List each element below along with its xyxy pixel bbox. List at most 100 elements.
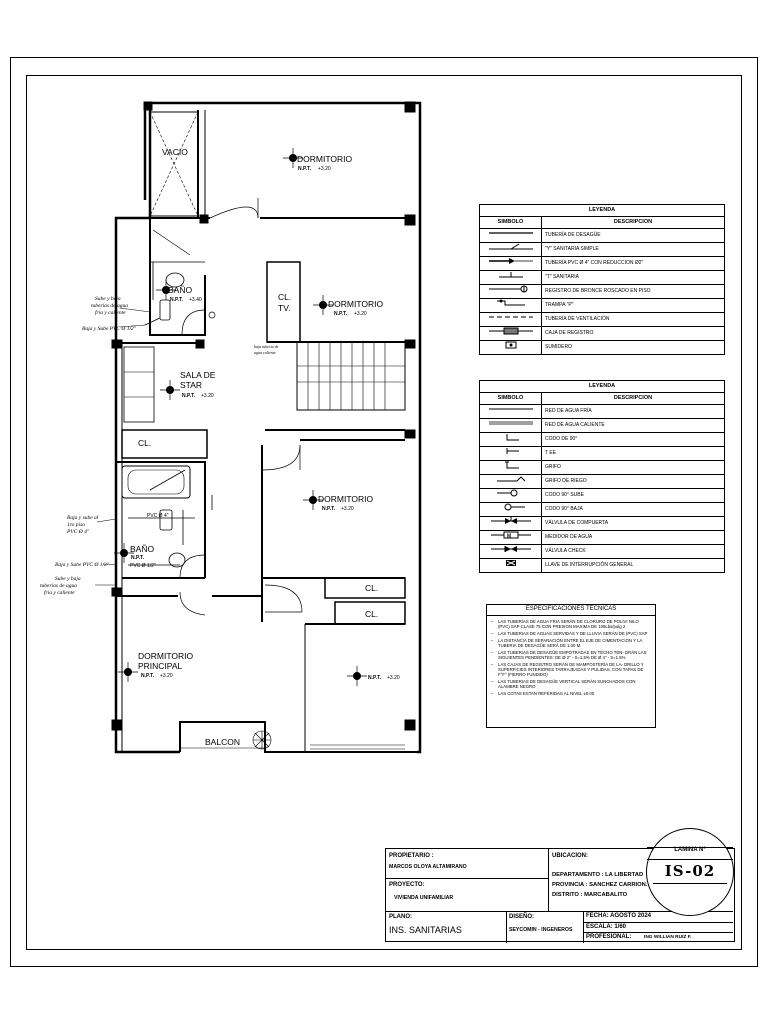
legend-2-row: CODO 90° SUBE [479, 488, 725, 503]
proyecto-value: VIVIENDA UNIFAMILIAR [394, 895, 454, 901]
distrito-value: DISTRITO : MARCABALITO [552, 892, 628, 898]
room-label-cl-2: CL. [365, 583, 378, 593]
legend-2-desc: VÁLVULA CHECK [541, 544, 725, 559]
grifo-riego-icon [496, 476, 525, 482]
npt-value-1: +3.20 [318, 166, 331, 172]
registro-bronce-icon [488, 285, 527, 293]
legend-2-desc: GRIFO DE RIEGO [541, 474, 725, 489]
npt-label-1: N.P.T. [298, 166, 312, 172]
room-label-dorm-principal-1: DORMITORIO [138, 651, 193, 661]
npt-label-3: N.P.T. [170, 297, 184, 303]
legend-2-row: VÁLVULA CHECK [479, 544, 725, 559]
room-label-bano-2: BAÑO [130, 544, 154, 554]
lamina-label: LAMINA N° [674, 847, 706, 853]
line-solid-icon [488, 232, 533, 234]
note-sube-baja-1-b: tuberias de agua [91, 303, 128, 309]
legend-2-desc: CODO DE 90° [541, 432, 725, 447]
legend-1-col-symbol: SIMBOLO [479, 216, 542, 229]
profesional-label: PROFESIONAL: [586, 934, 632, 940]
note-baja-sube-1er-b: 1ro piso [67, 522, 85, 528]
room-label-dormitorio-2: DORMITORIO [328, 299, 383, 309]
spec-item: LAS TUBERIAS DE DESAGÜE EMPOTRADAS EN TE… [491, 650, 651, 660]
departamento-value: DEPARTAMENTO : LA LIBERTAD [552, 872, 644, 878]
legend-2-desc: LLAVE DE INTERRUPCIÓN GENERAL [541, 558, 725, 573]
note-pvc-1: PVC Ø 4" [147, 513, 169, 519]
plano-label: PLANO: [389, 914, 412, 920]
room-label-dorm-principal-2: PRINCIPAL [138, 661, 183, 671]
legend-2-desc: VÁLVULA DE COMPUERTA [541, 516, 725, 531]
propietario-label: PROPIETARIO : [389, 853, 434, 859]
legend-1-title: LEYENDA [479, 204, 725, 217]
caja-registro-icon [488, 327, 533, 335]
legend-1-desc: TUBERÍA DE VENTILACIÓN [541, 312, 725, 327]
legend-2-row: LLAVE DE INTERRUPCIÓN GENERAL [479, 558, 725, 573]
npt-value-7: +3.20 [160, 673, 173, 679]
spec-item: LAS TUBERIAS DE AGUA FRIA SERÁN DE CLORU… [491, 619, 651, 629]
note-sube-baja-2-b: tuberias de agua [40, 583, 77, 589]
note-sube-baja-1-c: fria y caliente [95, 309, 126, 316]
legend-2-row: RED DE AGUA CALIENTE [479, 418, 725, 433]
sheet-outer-border [10, 57, 758, 967]
npt-value-2: +3.20 [354, 311, 367, 317]
legend-2-desc: CODO 90° BAJA [541, 502, 725, 517]
npt-value-8: +3.20 [387, 675, 400, 681]
legend-2-col-desc: DESCRIPCION [541, 392, 725, 405]
note-baja-tuberia-b: agua caliente [254, 350, 276, 355]
tee-icon [506, 448, 519, 454]
legend-1-desc: CAJA DE REGISTRO [541, 326, 725, 341]
line-thin-icon [488, 408, 533, 410]
sumidero-icon [505, 341, 516, 349]
legend-2-desc: RED DE AGUA CALIENTE [541, 418, 725, 433]
technical-specifications: ESPECIFICACIONES TÉCNICAS LAS TUBERIAS D… [486, 604, 656, 728]
legend-2-row: RED DE AGUA FRÍA [479, 404, 725, 419]
legend-2-col-symbol: SIMBOLO [479, 392, 542, 405]
proyecto-label: PROYECTO: [389, 882, 425, 888]
codo-sube-icon [496, 489, 517, 497]
note-sube-baja-2-a: Sube y baja [55, 576, 81, 582]
npt-value-3: +3.40 [189, 297, 202, 303]
diseno-value: SEYCOMIN - INGENEROS [509, 927, 573, 933]
room-label-sala-2: STAR [180, 380, 202, 390]
note-sube-baja-2-c: fria y caliente [44, 589, 75, 596]
legend-2-title: LEYENDA [479, 380, 725, 393]
room-label-cl-tv-2: TV. [278, 303, 290, 313]
spec-item: LAS TUBERIAS DE DESAGÜE VERTICAL SERÁN S… [491, 679, 651, 689]
legend-2-row: GRIFO DE RIEGO [479, 474, 725, 489]
note-baja-sube-1er-a: Baja y sube al [67, 515, 99, 521]
medidor-icon: M [490, 531, 531, 540]
room-label-vacio: VACIO [162, 147, 188, 157]
level-markers [114, 148, 367, 686]
llave-general-icon [505, 560, 516, 566]
room-label-bano-1: BAÑO [168, 285, 192, 295]
grifo-icon [504, 461, 519, 469]
t-sanitaria-icon [498, 272, 523, 278]
npt-value-4: +3.20 [201, 393, 214, 399]
legend-1-desc: SUMIDERO [541, 340, 725, 355]
legend-1-desc: TUBERÍA DE DESAGÜE [541, 228, 725, 243]
legend-2-row: CODO DE 90° [479, 432, 725, 447]
profesional-value: ING WILLIAN RUIZ F. [644, 935, 692, 940]
legend-2-desc: RED DE AGUA FRÍA [541, 404, 725, 419]
legend-2-desc: T EE [541, 446, 725, 461]
legend-1-row: "Y" SANITARIA SIMPLE [479, 242, 725, 257]
codo-baja-icon [504, 503, 525, 511]
legend-2-row: GRIFO [479, 460, 725, 475]
ubicacion-label: UBICACION: [552, 853, 588, 859]
codo-90-icon [506, 434, 519, 441]
npt-label-4: N.P.T. [182, 393, 196, 399]
note-baja-sube-pvc-2: Baja y Sube PVC Ø 1/2" [55, 562, 110, 568]
line-dashed-icon [488, 316, 533, 318]
valvula-compuerta-icon [490, 517, 531, 524]
spec-item: LAS TUBERIAS DE AGUAS SERVIDAS Y DE LLUV… [491, 631, 651, 636]
title-block: PROPIETARIO : MARCOS OLOYA ALTAMIRANO PR… [385, 848, 735, 943]
legend-1-row: CAJA DE REGISTRO [479, 326, 725, 341]
spec-item: LA DISTANCIA DE SEPARACIÓN ENTRE EL EJE … [491, 638, 651, 648]
npt-value-5: +3.20 [341, 506, 354, 512]
svg-text:M: M [507, 534, 511, 540]
legend-1-row: SUMIDERO [479, 340, 725, 355]
npt-label-5: N.P.T. [322, 506, 336, 512]
